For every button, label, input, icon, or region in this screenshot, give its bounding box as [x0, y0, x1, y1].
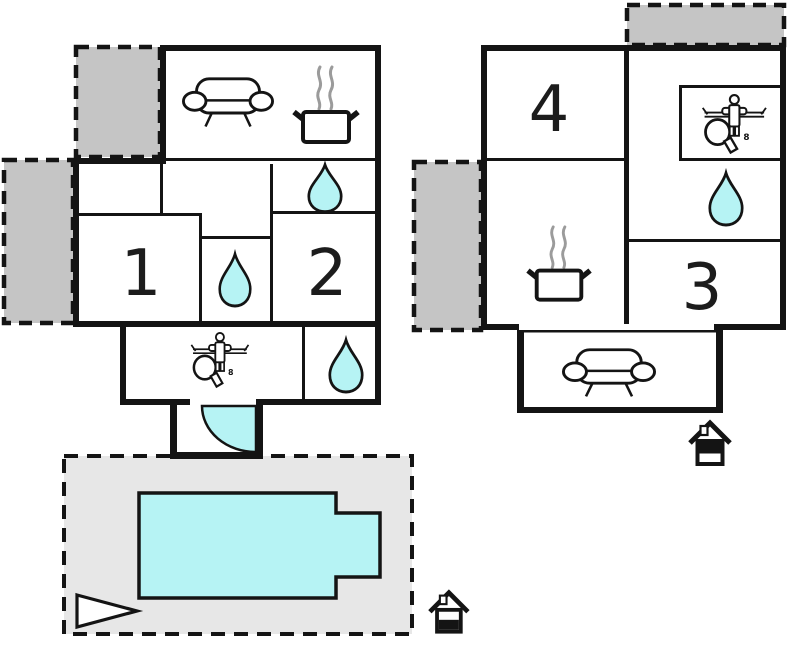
room-1-label: 1 [121, 237, 162, 311]
games-icon: 8 [701, 93, 768, 154]
room-2-label: 2 [307, 237, 348, 311]
shower-icon [307, 163, 343, 213]
terrace-right-building-left [411, 159, 484, 333]
terrace-right-building-top [624, 2, 787, 48]
upper-floor-house-icon [690, 423, 730, 464]
eight-ball-label: 8 [743, 133, 749, 143]
sofa-icon [182, 77, 274, 128]
games-icon: 8 [190, 331, 250, 388]
cooking-pot-icon [294, 67, 358, 142]
entrance-door-icon [200, 404, 258, 454]
swimming-pool [137, 491, 382, 600]
pool-area [62, 454, 414, 636]
slide-triangle-icon [75, 592, 144, 630]
right-building-walls [481, 45, 786, 413]
room-4-label: 4 [529, 73, 570, 147]
shower-icon [708, 171, 744, 227]
left-building-walls [73, 45, 381, 459]
shower-icon [328, 338, 364, 394]
ground-floor-house-icon [430, 593, 468, 632]
room-3-label: 3 [682, 251, 723, 325]
right-building: 8 4 3 [481, 45, 786, 413]
eight-ball-label: 8 [228, 367, 234, 377]
terrace-top-left [73, 44, 163, 160]
shower-icon [218, 252, 252, 308]
sofa-icon [561, 348, 657, 398]
left-building: 8 1 2 [73, 45, 381, 459]
cooking-pot-icon [528, 227, 590, 300]
terrace-left [1, 157, 76, 326]
